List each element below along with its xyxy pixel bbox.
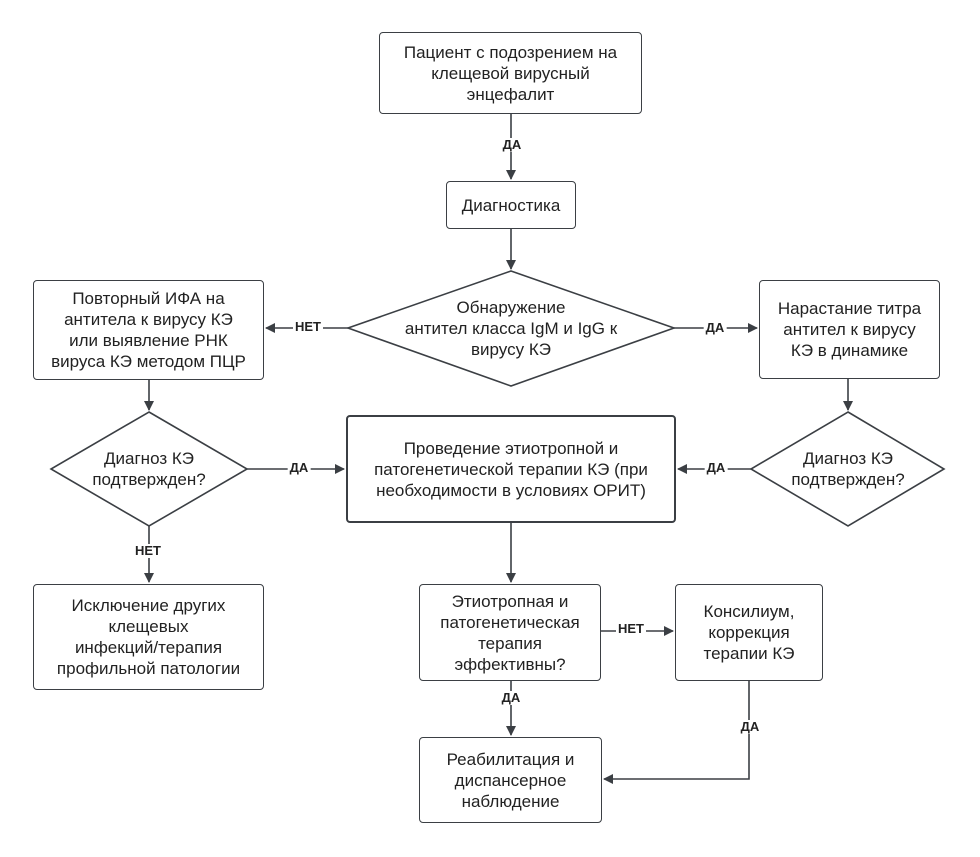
node-diagnostics: Диагностика [446,181,576,229]
node-confirmed-right: Диагноз КЭ подтвержден? [791,449,905,489]
node-repeat-test: Повторный ИФА на антитела к вирусу КЭ ил… [33,280,264,380]
node-confirmed-left: Диагноз КЭ подтвержден? [92,449,206,489]
node-start: Пациент с подозрением на клещевой вирусн… [379,32,642,114]
label-left-no: НЕТ [133,543,163,558]
node-effective: Этиотропная и патогенетическая терапия э… [419,584,601,681]
label-effective-yes: ДА [499,690,523,705]
decision-detect-shape [345,270,677,387]
label-detect-yes: ДА [703,320,727,335]
label-consilium-yes: ДА [738,719,762,734]
edge-consilium-to-rehab [603,681,750,784]
node-therapy: Проведение этиотропной и патогенетическо… [346,415,676,523]
node-detect-antibodies: Обнаружение антител класса IgM и IgG к в… [404,297,618,359]
node-exclusion: Исключение других клещевых инфекций/тера… [33,584,264,690]
label-effective-no: НЕТ [616,621,646,636]
label-start-yes: ДА [500,137,524,152]
node-titer-growth: Нарастание титра антител к вирусу КЭ в д… [759,280,940,379]
label-detect-no: НЕТ [293,319,323,334]
label-left-yes: ДА [287,460,311,475]
label-right-yes: ДА [704,460,728,475]
node-consilium: Консилиум, коррекция терапии КЭ [675,584,823,681]
decision-confirmed-right-shape [749,411,946,527]
node-rehab: Реабилитация и диспансерное наблюдение [419,737,602,823]
